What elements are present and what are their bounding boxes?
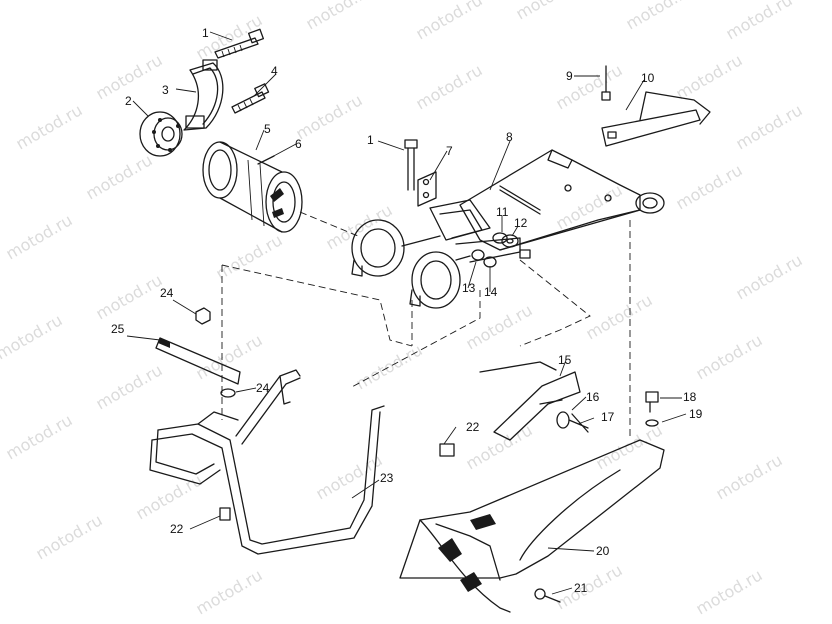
clamp-part-3 <box>183 59 224 131</box>
callout-14: 14 <box>484 285 498 299</box>
watermark-text: motod.ru <box>353 340 426 393</box>
watermark-text: motod.ru <box>3 210 76 263</box>
watermark-text: motod.ru <box>413 60 486 113</box>
callout-16: 16 <box>586 390 600 404</box>
callout-numbers: 1 3 4 2 5 6 1 7 8 9 10 11 12 13 14 15 16… <box>111 26 703 595</box>
nuts-part-24 <box>195 307 236 398</box>
watermark-text: motod.ru <box>33 510 106 563</box>
watermark-text: motod.ru <box>83 150 156 203</box>
watermark-text: motod.ru <box>213 230 286 283</box>
watermark-text: motod.ru <box>553 560 626 613</box>
watermark-text: motod.ru <box>723 0 796 43</box>
watermark-text: motod.ru <box>693 565 766 618</box>
callout-1: 1 <box>367 133 374 147</box>
bolts-part-22 <box>219 443 455 521</box>
watermark-text: motod.ru <box>293 90 366 143</box>
callout-7: 7 <box>446 144 453 158</box>
watermark-text: motod.ru <box>93 360 166 413</box>
callout-1: 1 <box>202 26 209 40</box>
callout-19: 19 <box>689 407 703 421</box>
callout-22: 22 <box>466 420 480 434</box>
watermark-text: motod.ru <box>693 330 766 383</box>
watermark-text: motod.ru <box>303 0 376 33</box>
watermark-text: motod.ru <box>623 0 696 33</box>
watermark-text: motod.ru <box>553 60 626 113</box>
callout-8: 8 <box>506 130 513 144</box>
coupler-part-5 <box>202 141 303 233</box>
callout-6: 6 <box>295 137 302 151</box>
axle-housing <box>351 219 471 309</box>
watermark-text: motod.ru <box>513 0 586 23</box>
callout-10: 10 <box>641 71 655 85</box>
assembly-lines <box>221 211 631 440</box>
plate-part-10 <box>601 91 711 147</box>
watermark-text: motod.ru <box>3 410 76 463</box>
callout-9: 9 <box>566 69 573 83</box>
watermark-text: motod.ru <box>413 0 486 43</box>
callout-2: 2 <box>125 94 132 108</box>
bolt-part-9 <box>601 65 611 101</box>
callout-5: 5 <box>264 122 271 136</box>
bearing-part-2 <box>139 111 183 157</box>
watermark-text: motod.ru <box>583 290 656 343</box>
bumper-part-23 <box>149 369 385 555</box>
watermark-text: motod.ru <box>733 100 806 153</box>
watermark-text: motod.ru <box>93 270 166 323</box>
bolt-part-4 <box>231 83 270 114</box>
watermark-text: motod.ru <box>593 420 666 473</box>
watermark: motod.ru motod.ru motod.ru motod.ru moto… <box>0 0 806 618</box>
watermark-text: motod.ru <box>463 300 536 353</box>
watermark-text: motod.ru <box>673 50 746 103</box>
screw-part-21 <box>534 588 561 603</box>
watermark-text: motod.ru <box>193 565 266 618</box>
callout-15: 15 <box>558 353 572 367</box>
callout-18: 18 <box>683 390 697 404</box>
watermark-text: motod.ru <box>713 450 786 503</box>
bracket-part-7 <box>417 171 437 207</box>
callout-4: 4 <box>271 64 278 78</box>
watermark-text: motod.ru <box>13 100 86 153</box>
bolt-part-1b <box>404 139 418 191</box>
watermark-text: motod.ru <box>323 200 396 253</box>
callout-23: 23 <box>380 471 394 485</box>
watermark-text: motod.ru <box>133 470 206 523</box>
bolt-parts-18-19 <box>645 391 659 427</box>
leader-lines <box>126 31 687 595</box>
bracket-parts-15-17 <box>479 361 589 441</box>
callout-12: 12 <box>514 216 528 230</box>
callout-13: 13 <box>462 281 476 295</box>
callout-24: 24 <box>160 286 174 300</box>
watermark-text: motod.ru <box>553 180 626 233</box>
callout-22: 22 <box>170 522 184 536</box>
chain-guard-part-20 <box>399 439 665 613</box>
callout-20: 20 <box>596 544 610 558</box>
callout-11: 11 <box>496 205 509 219</box>
swing-arm-part-8 <box>429 149 665 263</box>
callout-3: 3 <box>162 83 169 97</box>
callout-17: 17 <box>601 410 615 424</box>
watermark-text: motod.ru <box>733 250 806 303</box>
callout-25: 25 <box>111 322 125 336</box>
watermark-text: motod.ru <box>0 310 66 363</box>
plate-part-25 <box>155 337 241 385</box>
callout-21: 21 <box>574 581 588 595</box>
watermark-text: motod.ru <box>673 160 746 213</box>
callout-24: 24 <box>256 381 270 395</box>
bolt-part-1 <box>214 28 264 59</box>
